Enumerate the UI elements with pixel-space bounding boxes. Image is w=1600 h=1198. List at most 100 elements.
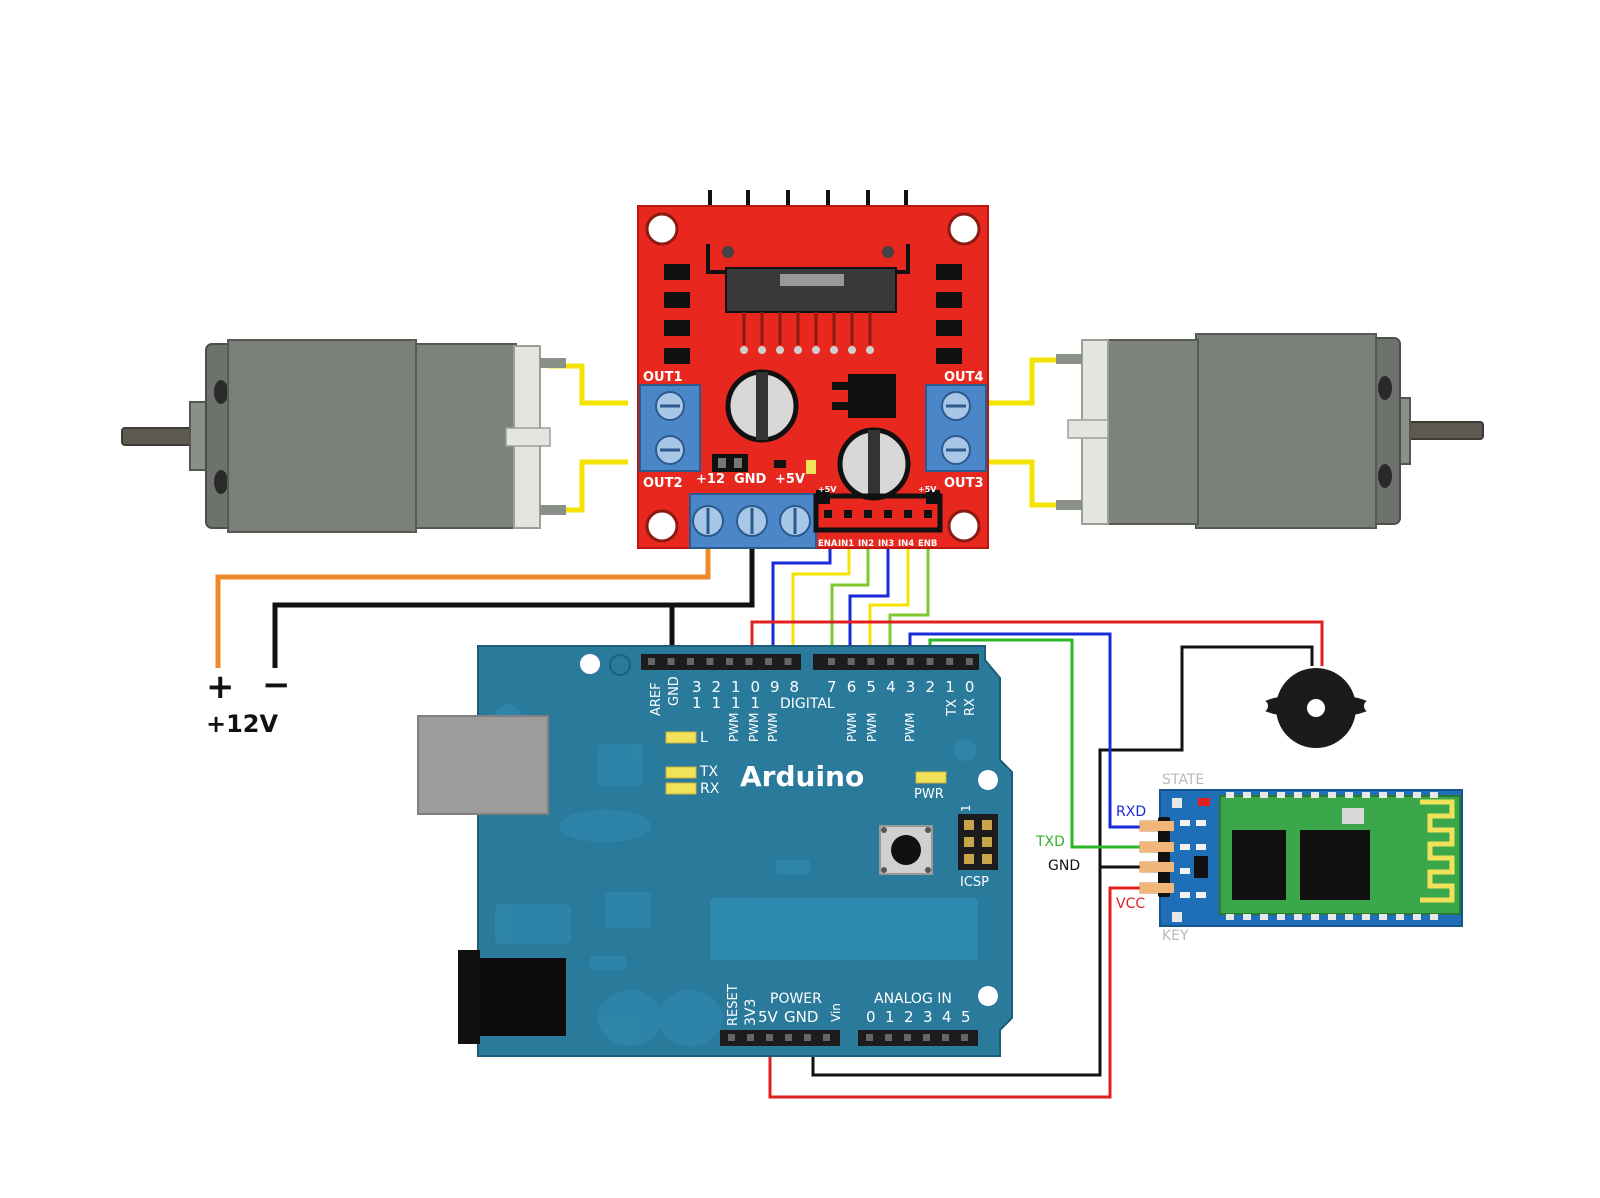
wire-motor-left-top (548, 363, 628, 406)
motor-right-can (1105, 339, 1199, 525)
reset-button-icon (879, 825, 933, 875)
wire-bt-vcc (768, 886, 1162, 1099)
wire-12v-positive (215, 548, 711, 668)
label-power: POWER (770, 991, 822, 1007)
wire-in4 (868, 548, 910, 664)
digital-header-high (641, 654, 801, 670)
label-l298n-pin-in4: IN4 (898, 539, 914, 549)
motor-left (121, 339, 566, 533)
label-reset: RESET (726, 984, 741, 1026)
buzzer-icon (1256, 668, 1376, 748)
led-rx (665, 782, 697, 795)
led-l (665, 731, 697, 744)
label-pwm: PWM (747, 713, 761, 742)
label-pin-tx: TX (945, 699, 960, 717)
label-pwm: PWM (845, 713, 859, 742)
wire-ena (771, 548, 832, 664)
wire-12v-negative (272, 548, 755, 668)
label-analog-pin: 1 (885, 1008, 895, 1026)
label-digital: DIGITAL (780, 696, 835, 712)
label-led-tx: TX (699, 764, 719, 780)
label-digital-pin: 6 (847, 678, 857, 696)
label-aref: AREF (649, 682, 664, 716)
label-analog-in: ANALOG IN (874, 991, 952, 1007)
label-digital-pin: 5 (866, 678, 876, 696)
label-l298n-pin-in3: IN3 (878, 539, 894, 549)
label-digital-pin: 3 (906, 678, 916, 696)
label-l298n-pin-ena: ENA (818, 539, 838, 549)
wire-motor-right-bottom (986, 459, 1056, 508)
power-header (720, 1030, 840, 1046)
digital-header-low (813, 654, 979, 670)
label-digital-pin: 7 (827, 678, 837, 696)
label-bt-rxd: RXD (1116, 804, 1146, 820)
label-icsp-pin1: 1 (959, 804, 973, 812)
wire-motor-left-bottom (548, 459, 628, 513)
label-l298n-pin-in1: IN1 (838, 539, 854, 549)
wires (215, 357, 1324, 1099)
label-pwm: PWM (766, 713, 780, 742)
label-bt-state: STATE (1162, 772, 1204, 788)
label-bt-txd: TXD (1035, 834, 1065, 850)
control-header (813, 493, 943, 533)
label-pin-rx: RX (963, 698, 978, 716)
led-tx (665, 766, 697, 779)
label-l298n-pin-in2: IN2 (858, 539, 874, 549)
label-plus5v: +5V (775, 472, 805, 487)
label-digital-pin: 2 (926, 678, 936, 696)
label-out1: OUT1 (643, 370, 683, 385)
wire-enb (888, 548, 930, 664)
label-led-l: L (700, 730, 708, 746)
wire-bt-rxd (908, 632, 1162, 829)
wire-buzzer-positive (750, 620, 1324, 666)
label-pwm: PWM (903, 713, 917, 742)
wire-buzzer-negative (811, 645, 1314, 1077)
power-plus-sign: + (206, 667, 235, 707)
label-plus12: +12 (696, 472, 725, 487)
label-digital-pin: 8 (790, 678, 800, 696)
label-l298n-pin-enb: ENB (918, 539, 937, 549)
label-digital-pin: 4 (886, 678, 896, 696)
label-small-5v-left: +5V (818, 485, 837, 494)
label-analog-pin: 3 (923, 1008, 933, 1026)
label-digital-pin: 9 (770, 678, 780, 696)
wire-in3 (848, 548, 890, 664)
motor-left-can (415, 343, 517, 529)
bluetooth-module: STATE KEY RXD TXD GND VCC (1035, 772, 1463, 944)
arduino-logo-text: Arduino (740, 760, 864, 793)
label-analog-pin: 2 (904, 1008, 914, 1026)
label-vin: Vin (829, 1003, 843, 1022)
label-out2: OUT2 (643, 476, 683, 491)
wire-motor-right-top (986, 357, 1056, 406)
label-bt-vcc: VCC (1116, 896, 1145, 912)
label-pwr: PWR (914, 787, 944, 802)
label-icsp: ICSP (960, 875, 989, 890)
label-out4: OUT4 (944, 370, 984, 385)
voltage-regulator (848, 374, 896, 418)
wire-in2 (830, 548, 870, 664)
label-bt-key: KEY (1162, 928, 1189, 944)
label-pwm: PWM (865, 713, 879, 742)
label-out3: OUT3 (944, 476, 984, 491)
label-5v: 5V (758, 1008, 779, 1026)
power-minus-sign: − (262, 665, 291, 705)
label-gnd: GND (734, 472, 767, 487)
power-supply-12v: + − +12V (206, 665, 291, 738)
l298n-driver-board: OUT1 OUT2 OUT4 OUT3 +12 GND +5V +5V +5V … (637, 190, 989, 549)
label-digital-pin: 0 (965, 678, 975, 696)
label-gnd-top: GND (667, 676, 682, 706)
label-bt-gnd: GND (1048, 858, 1080, 874)
motor-left-body (227, 339, 417, 533)
motor-right-body (1195, 333, 1377, 529)
label-digital-pin: 1 (945, 678, 955, 696)
label-analog-pin: 4 (942, 1008, 952, 1026)
label-small-5v-right: +5V (918, 485, 937, 494)
label-analog-pin: 5 (961, 1008, 971, 1026)
led-pwr (915, 771, 947, 784)
motor-right (1056, 333, 1484, 529)
